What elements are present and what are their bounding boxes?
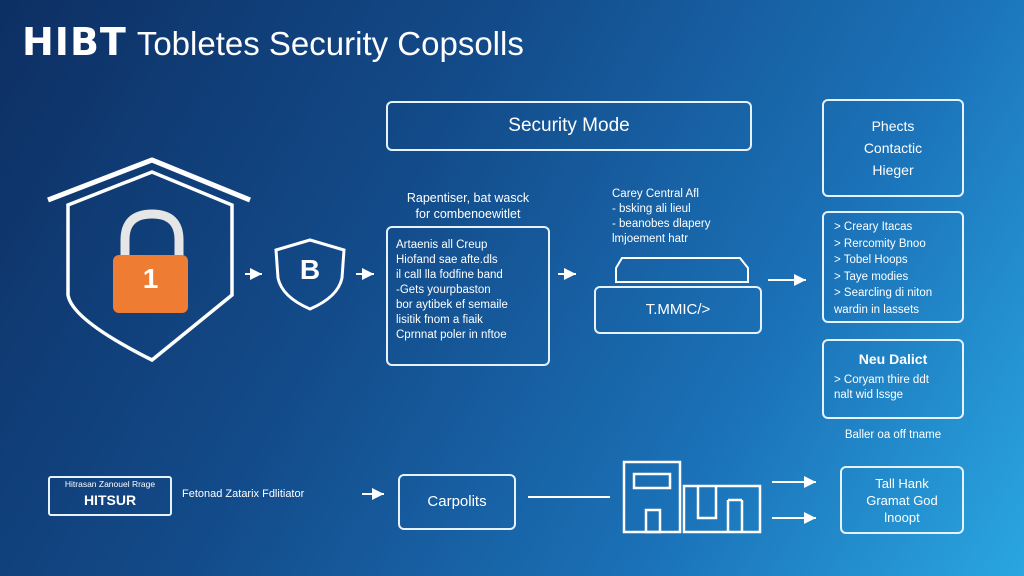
- arrow-text: Fetonad Zatarix Fdlitiator: [182, 488, 305, 500]
- right-note-box: Neu Dalict > Coryam thire ddt nalt wid l…: [822, 339, 964, 419]
- hitsur-label: HITSUR: [83, 492, 137, 508]
- step1-box: Artaenis all Creup Hiofand sae afte.dls …: [386, 226, 550, 366]
- house-shield-icon: [47, 157, 251, 363]
- right-note-title: Neu Dalict: [858, 351, 928, 367]
- hitsur-small-label: Hitrasan Zanouel Rrage: [64, 479, 156, 489]
- tray-icon: [615, 257, 749, 283]
- carpolits-box: Carpolits: [398, 474, 516, 530]
- security-mode-box: Security Mode: [386, 101, 752, 151]
- carpolits-label: Carpolits: [427, 493, 487, 510]
- tmmic-box: T.MMIC/>: [594, 286, 762, 334]
- step1-caption: Rapentiser, bat wasck for combenoewitlet: [406, 191, 530, 221]
- security-mode-label: Security Mode: [508, 115, 630, 136]
- right-note-caption: Baller oa off tname: [844, 429, 942, 441]
- tall-hank-box: Tall Hank Gramat God lnoopt: [840, 466, 964, 534]
- brand-logo-text: HIBT: [22, 20, 127, 64]
- right-list-box: > Creary Itacas > Rercomity Bnoo > Tobel…: [822, 211, 964, 323]
- list-item: > Taye modies: [834, 270, 909, 283]
- lock-digit: 1: [142, 263, 159, 294]
- list-item: > Searcling di niton: [834, 287, 933, 299]
- title-text: Tobletes Security Copsolls: [136, 25, 524, 62]
- tmmic-label: T.MMIC/>: [645, 301, 711, 318]
- shield-badge-letter: B: [299, 254, 321, 285]
- list-item: wardin in lassets: [834, 303, 920, 316]
- list-item: > Creary Itacas: [834, 221, 913, 233]
- right-top-box: Phects Contactic Hieger: [822, 99, 964, 197]
- step2-caption: Carey Central Afl - bsking ali lieul - b…: [612, 188, 711, 245]
- list-item: > Rercomity Bnoo: [834, 237, 926, 250]
- server-building-icon: [622, 460, 762, 534]
- hitsur-box: Hitrasan Zanouel Rrage HITSUR: [48, 476, 172, 516]
- list-item: > Tobel Hoops: [834, 254, 908, 266]
